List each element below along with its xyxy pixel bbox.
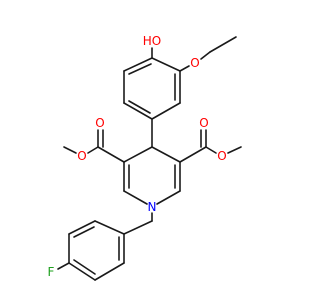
bond [68, 220, 96, 235]
bond [156, 190, 181, 205]
bond [123, 220, 153, 235]
bond [151, 57, 181, 72]
atom-labels: HO O O O O O N F [48, 34, 227, 279]
bond [209, 36, 237, 53]
bond [151, 102, 181, 120]
bond [94, 220, 125, 235]
left-carbonyl-oxygen-label: O [95, 116, 104, 130]
ring-nitrogen-label: N [148, 200, 157, 214]
bond [179, 65, 190, 72]
ether-oxygen-label: O [190, 56, 199, 70]
left-ester-oxygen-label: O [77, 149, 86, 163]
fluorine-label: F [48, 265, 55, 279]
right-ester-oxygen-label: O [217, 149, 226, 163]
bond [205, 146, 217, 154]
bond [123, 57, 153, 72]
bond [123, 102, 153, 120]
bond [63, 146, 77, 154]
bond [128, 100, 151, 114]
bond [57, 262, 70, 270]
bond [200, 51, 211, 60]
bonds [57, 36, 242, 281]
bond [73, 259, 96, 275]
hydroxyl-label: HO [143, 34, 161, 48]
molecule-structure: HO O O O O O N F [48, 34, 242, 281]
bond [151, 146, 181, 163]
bond [97, 146, 125, 163]
right-carbonyl-oxygen-label: O [199, 116, 208, 130]
bond [87, 146, 99, 154]
bond [123, 146, 153, 163]
bond [179, 146, 207, 163]
bond [227, 146, 242, 154]
bond [68, 262, 96, 281]
bond [94, 262, 125, 281]
bond [128, 63, 152, 75]
bond [123, 190, 148, 205]
bond [73, 226, 95, 238]
